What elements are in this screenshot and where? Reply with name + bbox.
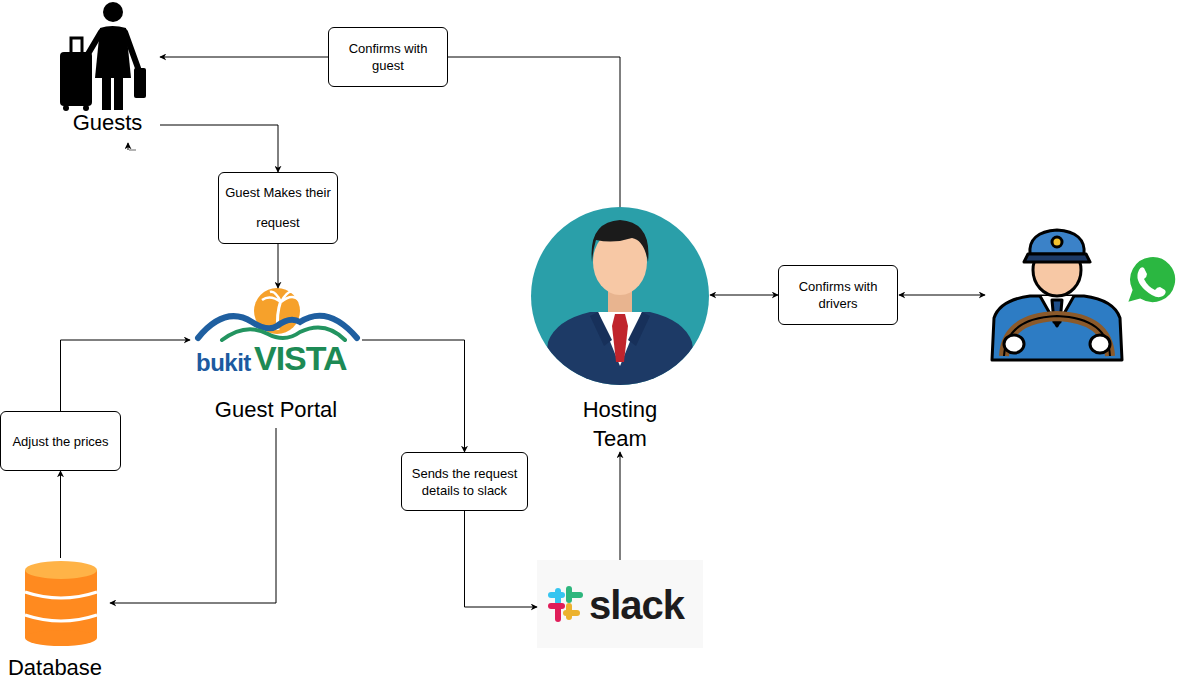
process-box: Adjust the prices bbox=[0, 411, 121, 471]
connector bbox=[160, 125, 278, 172]
bukit-vista-logo bbox=[198, 288, 357, 340]
connector bbox=[362, 340, 465, 452]
connector bbox=[61, 340, 191, 411]
node-label: Guest Portal bbox=[190, 397, 362, 423]
connector bbox=[710, 295, 778, 296]
slack-logo bbox=[537, 560, 703, 648]
connector bbox=[160, 57, 328, 58]
whatsapp-logo bbox=[1117, 250, 1179, 312]
portal-node: bukitVISTA Guest Portal bbox=[190, 288, 362, 428]
connector bbox=[620, 452, 621, 560]
host-avatar bbox=[531, 207, 709, 400]
connector bbox=[278, 244, 279, 288]
box-label: Confirms with guest bbox=[335, 40, 441, 74]
box-label: Adjust the prices bbox=[12, 433, 108, 450]
connector bbox=[110, 428, 276, 603]
guest-node: Guests bbox=[55, 0, 160, 140]
node-label: VISTA bbox=[254, 338, 347, 379]
box-label: Confirms with drivers bbox=[785, 278, 891, 312]
driver-link bbox=[899, 295, 985, 296]
driver-icon bbox=[992, 230, 1122, 360]
stray-arrow bbox=[128, 143, 136, 150]
node-label: Hosting Team bbox=[570, 395, 670, 453]
process-box: Confirms with guest bbox=[328, 27, 448, 87]
guest-icon bbox=[60, 2, 146, 111]
box-label: Guest Makes their request bbox=[225, 178, 331, 238]
slack-node: slack bbox=[537, 560, 703, 648]
node-label: slack bbox=[589, 585, 684, 625]
node-label: bukit bbox=[196, 348, 251, 377]
node-label: Guests bbox=[55, 110, 160, 136]
node-label: Database bbox=[0, 655, 110, 681]
database-icon bbox=[25, 561, 97, 646]
process-box: Guest Makes their request bbox=[218, 172, 338, 244]
connector bbox=[60, 471, 61, 558]
connector bbox=[465, 511, 538, 607]
connector bbox=[448, 57, 620, 207]
database-node: Database bbox=[0, 558, 110, 683]
hosting-team-node: Hosting Team bbox=[530, 207, 710, 452]
process-box: Sends the request details to slack bbox=[401, 452, 528, 511]
process-box: Confirms with drivers bbox=[778, 265, 898, 325]
box-label: Sends the request details to slack bbox=[408, 465, 521, 499]
